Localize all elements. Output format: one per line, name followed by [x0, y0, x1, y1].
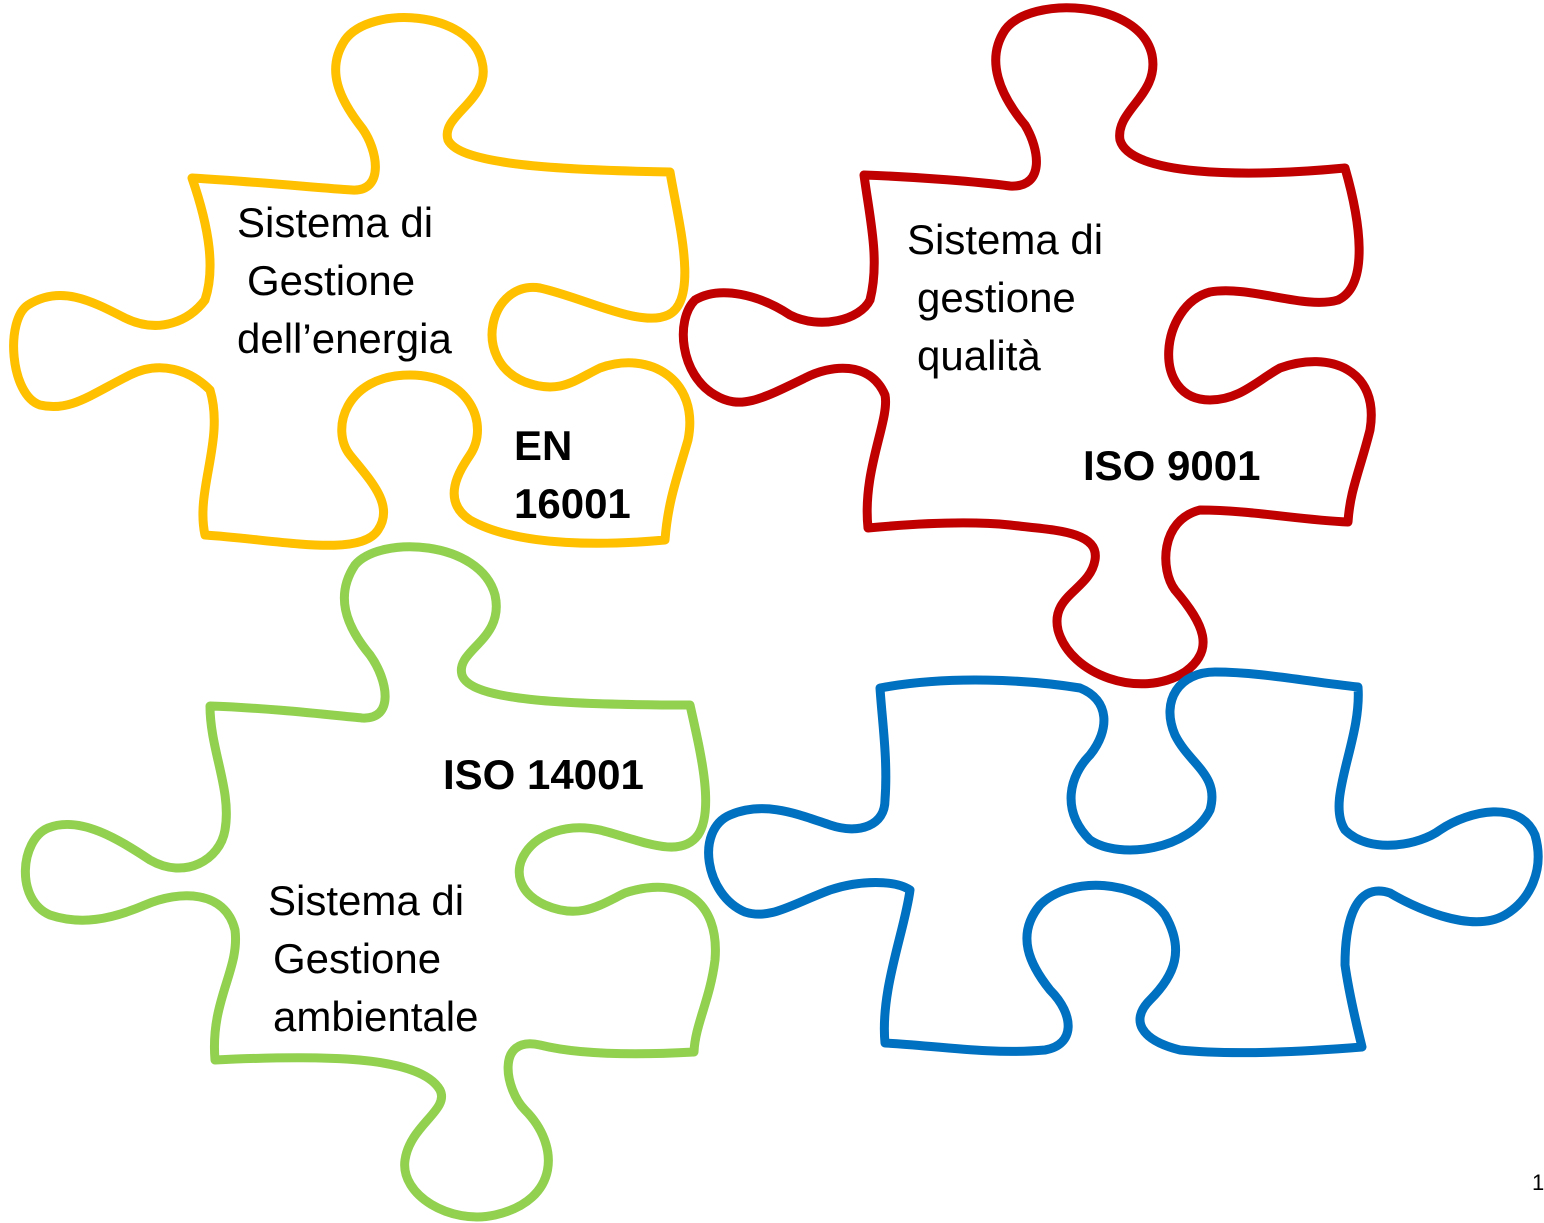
energy-standard: EN 16001 [514, 422, 631, 527]
energy-standard-line: EN [514, 422, 572, 469]
puzzle-piece-blank [704, 667, 1543, 1058]
quality-standard: ISO 9001 [1083, 442, 1260, 489]
energy-description-line: Gestione [247, 257, 415, 304]
puzzle-piece-environment: ISO 14001 Sistema di Gestione ambientale [20, 542, 720, 1222]
quality-description-line: qualità [917, 332, 1041, 379]
puzzle-piece-quality-outline [678, 3, 1376, 689]
quality-description-line: Sistema di [907, 216, 1103, 263]
quality-description: Sistema di gestione qualità [907, 216, 1115, 379]
puzzle-piece-energy-outline [9, 13, 695, 550]
environment-description-line: Sistema di [268, 877, 464, 924]
quality-description-line: gestione [917, 274, 1076, 321]
puzzle-piece-quality: Sistema di gestione qualità ISO 9001 [678, 3, 1376, 689]
environment-description-line: Gestione [273, 935, 441, 982]
energy-description-line: dell’energia [237, 315, 452, 362]
page-number: 1 [1532, 1170, 1544, 1195]
energy-description: Sistema di Gestione dell’energia [237, 199, 452, 362]
environment-description-line: ambientale [273, 993, 478, 1040]
environment-description: Sistema di Gestione ambientale [268, 877, 478, 1040]
puzzle-piece-environment-outline [20, 542, 720, 1222]
energy-description-line: Sistema di [237, 199, 433, 246]
environment-standard: ISO 14001 [443, 751, 644, 798]
environment-standard-line: ISO 14001 [443, 751, 644, 798]
energy-standard-line: 16001 [514, 480, 631, 527]
quality-standard-line: ISO 9001 [1083, 442, 1260, 489]
puzzle-piece-blank-outline [704, 667, 1543, 1058]
puzzle-piece-energy: Sistema di Gestione dell’energia EN 1600… [9, 13, 695, 550]
